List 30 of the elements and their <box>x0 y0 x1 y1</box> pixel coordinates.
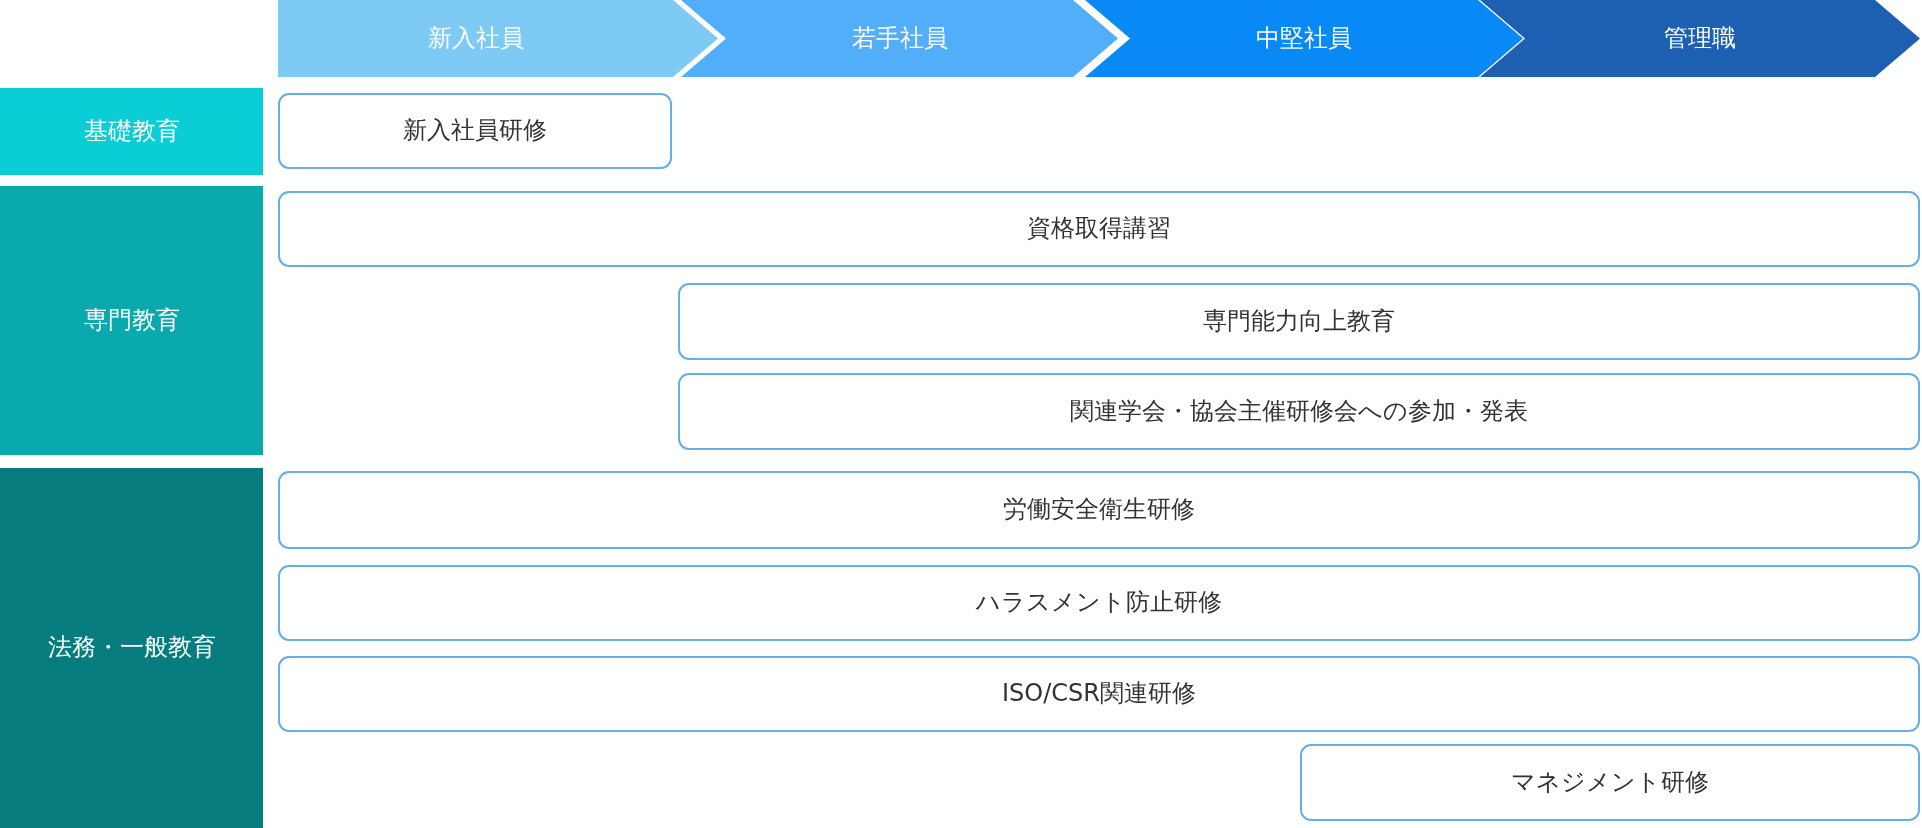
program-name: 新入社員研修 <box>403 115 547 147</box>
program-box <box>278 191 1920 267</box>
program-name: 専門能力向上教育 <box>1203 305 1395 337</box>
program-box <box>678 283 1920 360</box>
stage-label: 管理職 <box>1664 22 1736 54</box>
category-band <box>0 186 263 455</box>
category-band <box>0 468 263 828</box>
stage-banner <box>278 0 718 77</box>
program-name: ISO/CSR関連研修 <box>1002 678 1196 710</box>
stage-banner <box>1480 0 1920 77</box>
program-box <box>278 471 1920 549</box>
category-label: 基礎教育 <box>83 115 180 147</box>
program-name: マネジメント研修 <box>1511 766 1709 798</box>
program-name: 資格取得講習 <box>1027 213 1171 245</box>
stage-label: 若手社員 <box>851 22 948 54</box>
program-box <box>1300 744 1920 821</box>
stage-label: 新入社員 <box>427 22 524 54</box>
category-band <box>0 88 263 175</box>
program-box <box>278 656 1920 732</box>
program-name: ハラスメント防止研修 <box>976 587 1222 619</box>
program-box <box>278 93 672 169</box>
category-label: 法務・一般教育 <box>47 632 216 664</box>
stage-label: 中堅社員 <box>1256 22 1352 54</box>
program-name: 労働安全衛生研修 <box>1003 494 1195 526</box>
stage-banner <box>681 0 1118 77</box>
category-label: 専門教育 <box>83 304 180 336</box>
program-box <box>278 565 1920 641</box>
program-name: 関連学会・協会主催研修会への参加・発表 <box>1070 395 1528 427</box>
program-box <box>678 373 1920 450</box>
stage-banner <box>1085 0 1523 77</box>
